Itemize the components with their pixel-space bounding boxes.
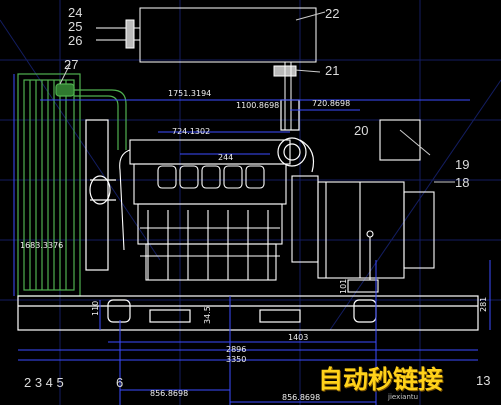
watermark-logo-text: 自动秒链接 (318, 365, 444, 394)
dim-724: 724.1302 (172, 127, 211, 136)
engine-block (119, 139, 291, 281)
generator (291, 119, 435, 293)
dimension-lines (13, 74, 491, 405)
dim-110: 110 (91, 300, 100, 316)
leader-lines (59, 63, 455, 183)
dim-34: 34.5 (203, 306, 212, 324)
part-number-21: 21 (325, 63, 340, 78)
part-number-25: 25 (68, 19, 83, 34)
part-number-19: 19 (455, 157, 470, 172)
silencer (96, 7, 326, 130)
dim-856-right: 856.8698 (282, 393, 321, 402)
dim-1100: 1100.8698 (236, 101, 280, 110)
dim-244: 244 (218, 153, 234, 162)
dim-1751: 1751.3194 (168, 89, 212, 98)
dim-720: 720.8698 (312, 99, 351, 108)
base-frame (17, 295, 479, 331)
watermark-url: jiexiantu (388, 393, 419, 401)
dim-101: 101 (339, 278, 348, 294)
dim-1403: 1403 (288, 333, 309, 342)
fan (85, 119, 116, 271)
part-number-13: 13 (476, 373, 491, 388)
part-number-26: 26 (68, 33, 83, 48)
part-number-18: 18 (455, 175, 470, 190)
part-number-27: 27 (64, 57, 79, 72)
dim-856-left: 856.8698 (150, 389, 189, 398)
dim-2896: 2896 (226, 345, 247, 354)
dim-1683: 1683.3376 (20, 241, 64, 250)
dim-281: 281 (479, 296, 488, 312)
part-number-6: 6 (116, 375, 124, 390)
exhaust-turbo (277, 99, 315, 173)
dim-3350: 3350 (226, 355, 247, 364)
part-number-24: 24 (68, 5, 83, 20)
radiator (17, 73, 127, 297)
part-number-20: 20 (354, 123, 369, 138)
part-number-22: 22 (325, 6, 340, 21)
part-numbers-bottom-left: 2 3 4 5 (24, 375, 64, 390)
